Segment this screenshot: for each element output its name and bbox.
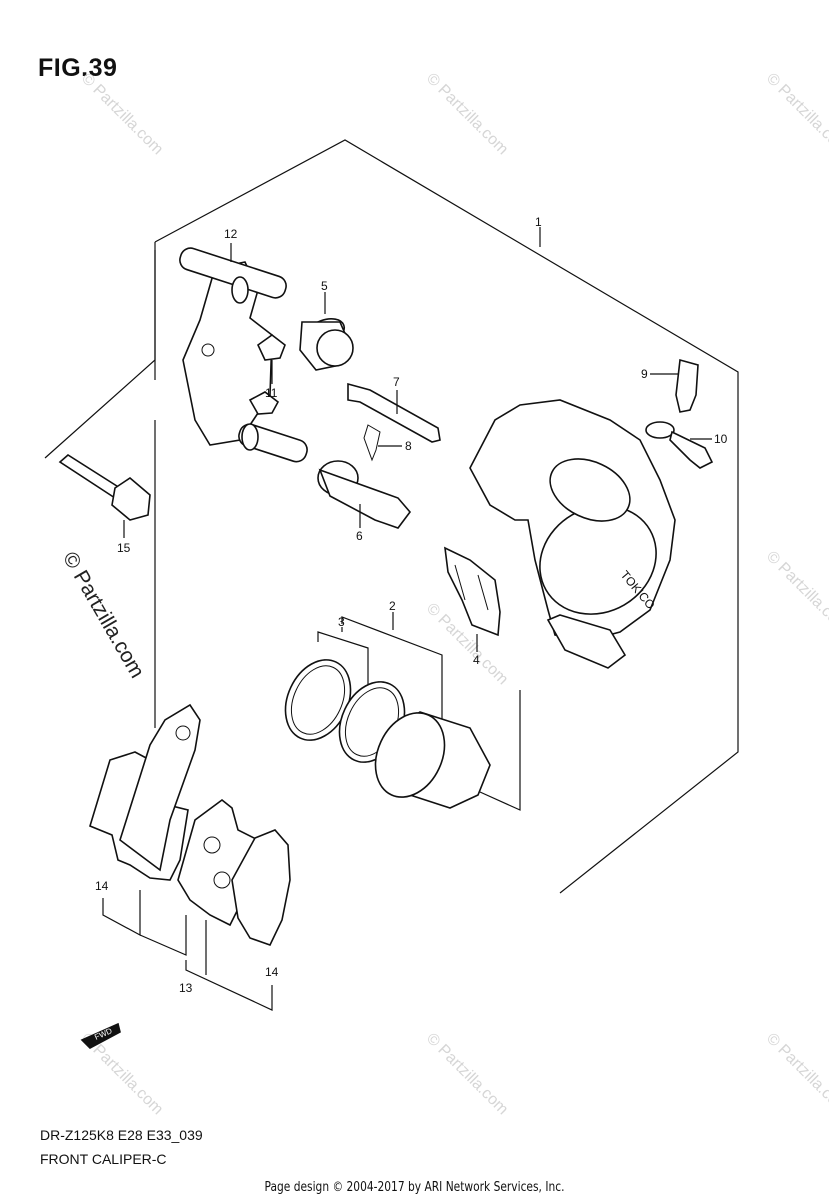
- section-name: FRONT CALIPER-C: [40, 1151, 167, 1167]
- callout-bracket: [341, 616, 443, 720]
- callout-6: 6: [356, 529, 363, 543]
- pad-spring: [444, 546, 501, 637]
- callout-10: 10: [714, 432, 728, 446]
- leader-line: [479, 690, 521, 811]
- callout-bracket: [139, 915, 187, 956]
- callout-11: 11: [265, 386, 278, 400]
- boot: [299, 318, 354, 371]
- callout-7: 7: [393, 375, 400, 389]
- copyright-credit: Page design © 2004-2017 by ARI Network S…: [264, 1180, 565, 1195]
- callout-12: 12: [224, 227, 238, 241]
- callout-3: 3: [338, 615, 345, 629]
- callout-4: 4: [473, 653, 480, 667]
- callout-bracket: [102, 890, 141, 937]
- bleeder-screw: [675, 358, 699, 413]
- callout-15: 15: [117, 541, 131, 555]
- caliper-bracket: [179, 247, 308, 463]
- assembly-outline: [44, 250, 156, 459]
- assembly-outline: [154, 139, 739, 894]
- model-code: DR-Z125K8 E28 E33_039: [40, 1127, 203, 1143]
- callout-5: 5: [321, 279, 328, 293]
- mounting-bolt: [58, 454, 151, 521]
- callout-2: 2: [389, 599, 396, 613]
- callout-14: 14: [95, 879, 109, 893]
- caliper-body: TOKICO: [469, 399, 676, 669]
- slide-pin: [317, 460, 412, 529]
- bleeder-cap: [645, 421, 714, 469]
- fwd-arrow-icon: FWD: [80, 1022, 121, 1049]
- callout-bracket: [185, 960, 273, 1011]
- brake-pad-outer: [89, 703, 201, 881]
- callout-9: 9: [641, 367, 648, 381]
- callout-1: 1: [535, 215, 542, 229]
- callout-13: 13: [179, 981, 193, 995]
- pin-clip: [363, 424, 381, 462]
- callout-bracket: [317, 631, 369, 690]
- callout-8: 8: [405, 439, 412, 453]
- callout-14: 14: [265, 965, 279, 979]
- brake-pad-inner: [177, 798, 291, 946]
- piston: [374, 711, 491, 809]
- pad-spring-clip: [248, 334, 286, 415]
- pad-pin: [347, 382, 441, 443]
- figure-title: FIG.39: [38, 54, 118, 82]
